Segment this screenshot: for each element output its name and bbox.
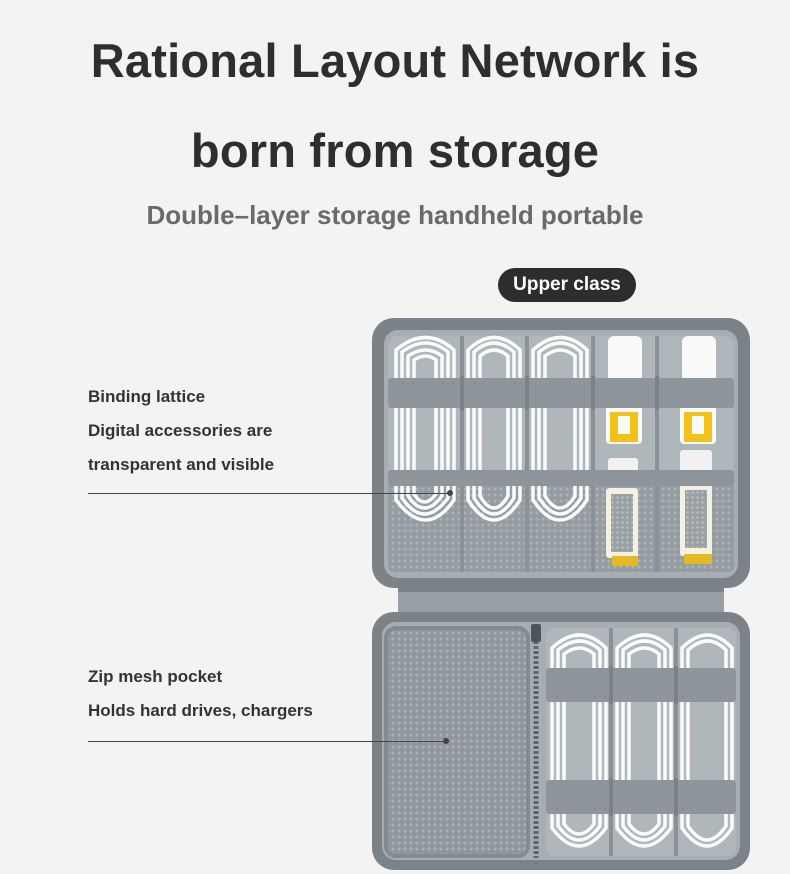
- subheadline: Double–layer storage handheld portable: [146, 200, 644, 230]
- upper-mesh-pocket: [388, 482, 734, 572]
- callout-line: Zip mesh pocket: [88, 667, 223, 686]
- upper-class-badge: Upper class: [498, 268, 636, 302]
- callout-line: transparent and visible: [88, 455, 275, 474]
- callout-line: Binding lattice: [88, 387, 206, 406]
- callout-binding-lattice: Binding lattice Digital accessories are …: [88, 380, 274, 482]
- leader-line-upper: [88, 493, 450, 494]
- callout-zip-mesh-pocket: Zip mesh pocket Holds hard drives, charg…: [88, 660, 313, 728]
- callout-line: Digital accessories are: [88, 421, 273, 440]
- zip-mesh-pocket: [386, 628, 528, 856]
- leader-dot-lower: [443, 738, 449, 744]
- headline-line-2: born from storage: [190, 124, 600, 177]
- leader-dot-upper: [447, 490, 453, 496]
- callout-line: Holds hard drives, chargers: [88, 701, 313, 720]
- headline-line-1: Rational Layout Network is: [90, 34, 700, 87]
- leader-line-lower: [88, 741, 446, 742]
